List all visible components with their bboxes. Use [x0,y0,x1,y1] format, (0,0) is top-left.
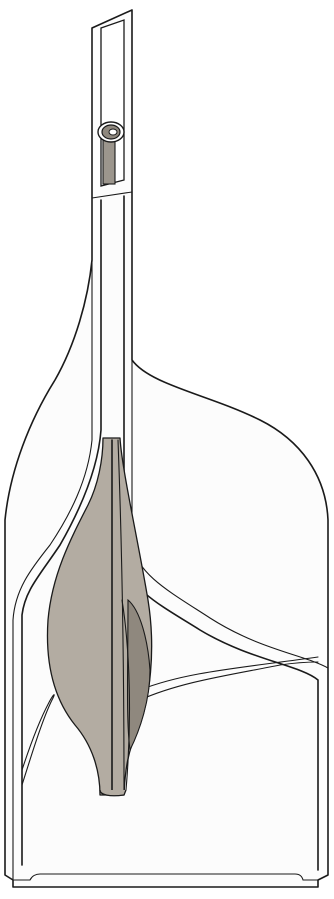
neck-rod [103,140,115,184]
coil-icon [98,122,124,142]
outer-vessel-outline [5,10,328,887]
stalk-base [100,790,126,796]
